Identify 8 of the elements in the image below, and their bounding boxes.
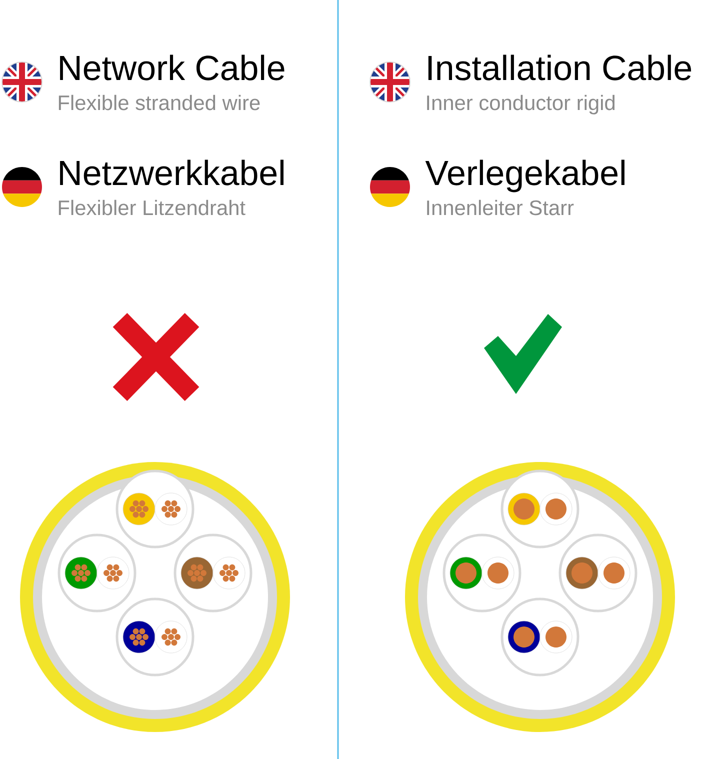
heading: Verlegekabel [425, 160, 624, 192]
heading: Netzwerkkabel [60, 160, 284, 186]
subtitle: Flexibler Litzendraht [58, 200, 246, 216]
subtitle: Inner conductor rigid [427, 94, 615, 114]
subtitle: Flexible stranded wire [58, 94, 260, 110]
subtitle: Innenleiter Starr [427, 200, 574, 216]
heading: Network Cable [60, 54, 284, 80]
heading: Installation Cable [428, 54, 692, 80]
